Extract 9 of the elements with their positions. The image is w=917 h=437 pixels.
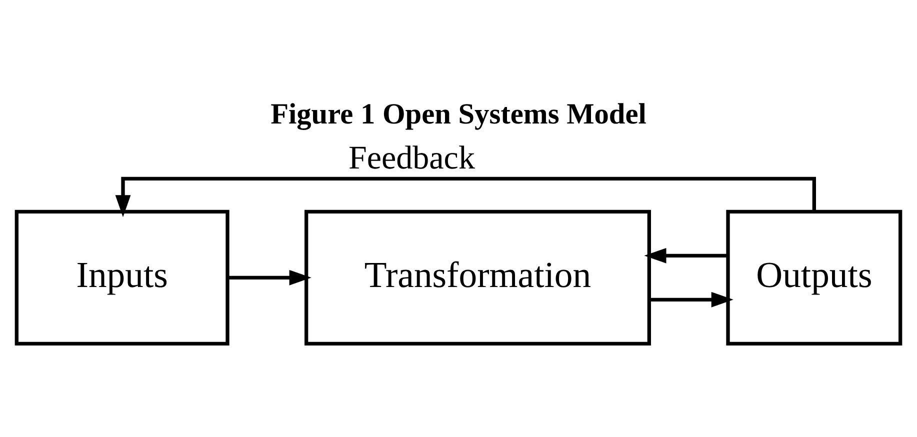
arrow [644,247,728,263]
edge-label: Feedback [348,140,475,176]
diagram-title: Figure 1 Open Systems Model [270,98,646,130]
arrow [115,176,816,217]
arrow [649,291,734,307]
arrow [228,269,312,285]
node-box: Inputs [14,209,230,345]
node-box: Outputs [726,209,902,345]
node-box: Transformation [304,209,651,345]
